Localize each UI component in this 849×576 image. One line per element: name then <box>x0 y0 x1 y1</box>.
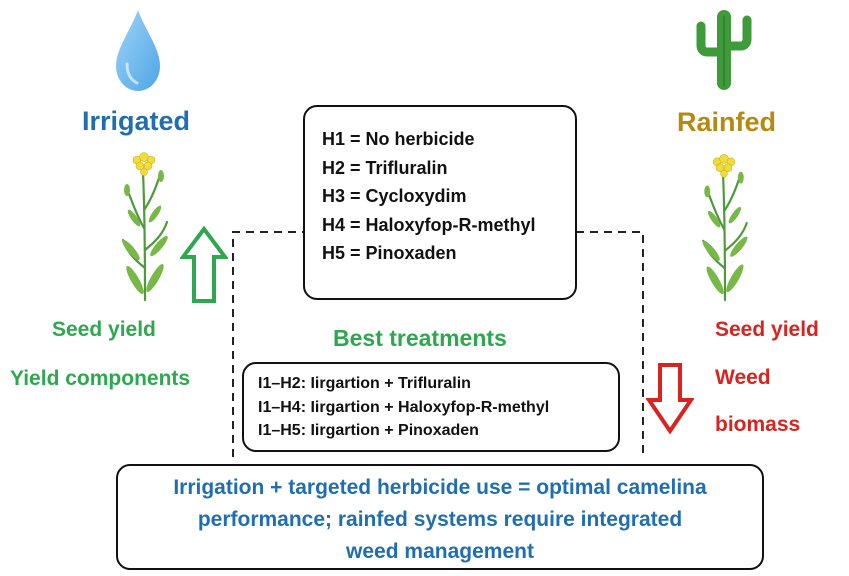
herbicide-item: H5 = Pinoxaden <box>322 243 457 263</box>
conclusion-box: Irrigation + targeted herbicide use = op… <box>116 464 764 570</box>
rainfed-effect-weed: Weed <box>715 366 771 389</box>
arrow-down-icon <box>646 363 694 434</box>
herbicide-item: H3 = Cycloxydim <box>322 186 467 206</box>
irrigated-effect-yield-components: Yield components <box>10 367 191 390</box>
conclusion-line: Irrigation + targeted herbicide use = op… <box>173 476 707 499</box>
irrigated-effect-seed-yield: Seed yield <box>52 318 156 341</box>
cactus-icon <box>696 10 752 90</box>
camelina-plant-icon <box>702 154 748 302</box>
rainfed-effect-biomass: biomass <box>715 413 801 436</box>
herbicide-item: H4 = Haloxyfop-R-methyl <box>322 214 536 235</box>
right-dashed-connector <box>576 231 644 457</box>
irrigated-title: Irrigated <box>82 106 191 136</box>
herbicide-item: H1 = No herbicide <box>322 129 475 149</box>
conclusion-line: performance; rainfed systems require int… <box>197 508 683 531</box>
herbicide-legend-box: H1 = No herbicide H2 = Trifluralin H3 = … <box>303 105 577 300</box>
water-drop-icon <box>116 10 160 91</box>
left-dashed-connector <box>232 231 304 457</box>
conclusion-line: weed management <box>346 540 534 563</box>
best-treatments-box: I1–H2: Iirgartion + Trifluralin I1–H4: I… <box>242 362 620 452</box>
herbicide-item: H2 = Trifluralin <box>322 157 448 178</box>
treatment-item: I1–H5: Iirgartion + Pinoxaden <box>258 422 479 439</box>
camelina-plant-icon <box>121 152 169 302</box>
arrow-up-icon <box>180 226 228 303</box>
treatment-item: I1–H2: Iirgartion + Trifluralin <box>258 375 471 392</box>
treatment-item: I1–H4: Iirgartion + Haloxyfop-R-methyl <box>258 398 550 416</box>
rainfed-title: Rainfed <box>677 107 777 137</box>
best-treatments-title: Best treatments <box>333 325 507 351</box>
rainfed-effect-seed-yield: Seed yield <box>715 318 819 341</box>
